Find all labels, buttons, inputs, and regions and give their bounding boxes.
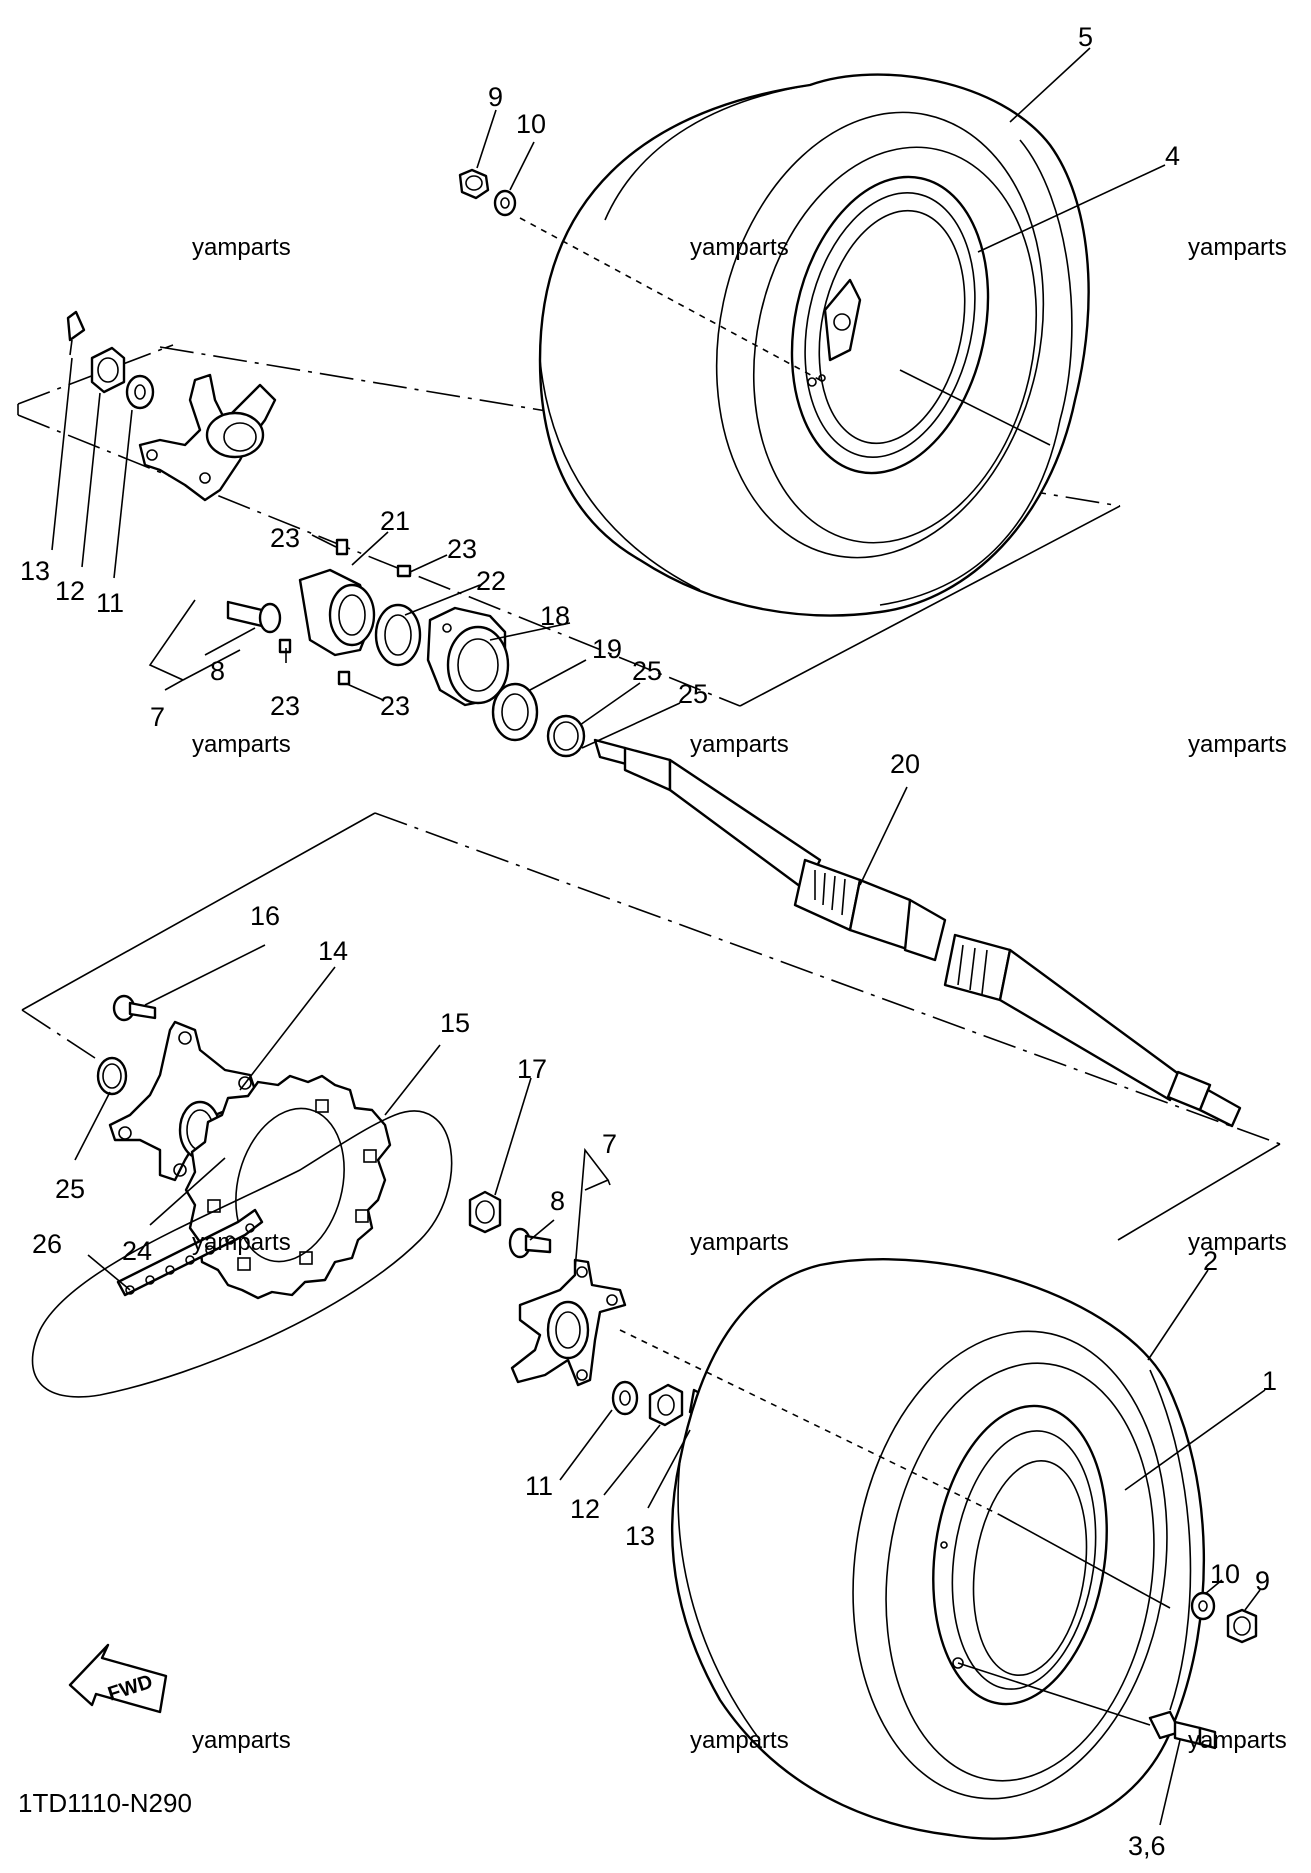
callout-3-6: 3,6: [1128, 1831, 1166, 1861]
lower-assembly-plane: [21, 812, 1281, 1241]
callout-26: 26: [32, 1229, 62, 1259]
upper-cotter-pin-13: [66, 310, 86, 356]
callout-23-bottom: 23: [380, 691, 410, 721]
set-screw-23-bottom: [337, 670, 351, 686]
callout-11-upper: 11: [96, 588, 124, 618]
callout-18: 18: [540, 601, 570, 631]
circlip-25-lower: [96, 1056, 128, 1096]
callout-5: 5: [1078, 22, 1093, 52]
callout-7-upper: 7: [150, 702, 165, 732]
circlip-25-upper: [546, 714, 586, 758]
leader-lines: [51, 47, 1266, 1826]
oil-seal-22: [374, 603, 422, 667]
lower-washer-11: [611, 1380, 639, 1416]
watermarks: yamparts yamparts yamparts yamparts yamp…: [192, 234, 1287, 1754]
callout-14: 14: [318, 936, 348, 966]
callout-10-upper: 10: [516, 109, 546, 139]
callout-11-lower: 11: [525, 1471, 553, 1501]
upper-stud-8: [226, 600, 282, 634]
drive-chain-26: [31, 1110, 453, 1398]
lower-castle-nut-12: [648, 1383, 684, 1427]
upper-wheel-4: [790, 175, 990, 475]
callout-22: 22: [476, 566, 506, 596]
callout-15: 15: [440, 1008, 470, 1038]
lower-nut-9: [1226, 1608, 1258, 1644]
watermark: yamparts: [1188, 1229, 1287, 1256]
callout-25-upper-b: 25: [678, 679, 708, 709]
diagram-code: 1TD1110-N290: [18, 1788, 192, 1818]
upper-castle-nut-12: [90, 346, 126, 394]
watermark: yamparts: [690, 1229, 789, 1256]
lower-stud-8: [508, 1227, 552, 1259]
bearing-housing-21: [298, 568, 376, 657]
callout-labels: 5 4 9 10 13 12 11 7 8 23 21 23 22 18 19 …: [20, 22, 1277, 1861]
callout-16: 16: [250, 901, 280, 931]
upper-hub-7: [138, 373, 277, 502]
lower-hub-7: [510, 1258, 627, 1387]
upper-nut-9: [458, 168, 490, 200]
watermark: yamparts: [192, 1229, 291, 1256]
set-screw-23-right: [396, 564, 412, 578]
set-screw-23-top: [335, 538, 349, 556]
callout-25-lower: 25: [55, 1174, 85, 1204]
callout-23-right: 23: [447, 534, 477, 564]
callout-8-upper: 8: [210, 656, 225, 686]
lower-washer-10: [1190, 1591, 1216, 1621]
callout-2: 2: [1203, 1246, 1218, 1276]
callout-13-lower: 13: [625, 1521, 655, 1551]
callout-25-upper-a: 25: [632, 656, 662, 686]
lower-wheel-1: [932, 1404, 1108, 1706]
watermark: yamparts: [690, 731, 789, 758]
callout-17: 17: [517, 1054, 547, 1084]
callout-21: 21: [380, 506, 410, 536]
callout-12-lower: 12: [570, 1494, 600, 1524]
watermark: yamparts: [192, 234, 291, 261]
callout-23-top: 23: [270, 523, 300, 553]
watermark: yamparts: [1188, 1727, 1287, 1754]
bolt-16: [112, 994, 157, 1022]
oil-seal-19: [491, 682, 539, 742]
watermark: yamparts: [192, 731, 291, 758]
callout-7-lower: 7: [602, 1129, 617, 1159]
watermark: yamparts: [690, 1727, 789, 1754]
callout-24: 24: [122, 1236, 152, 1266]
tire-valve-3-6: [1148, 1710, 1217, 1750]
callout-20: 20: [890, 749, 920, 779]
watermark: yamparts: [1188, 234, 1287, 261]
callout-1: 1: [1262, 1366, 1277, 1396]
callout-9-upper: 9: [488, 82, 503, 112]
watermark: yamparts: [1188, 731, 1287, 758]
rear-axle-20: [593, 738, 1242, 1128]
callout-12-upper: 12: [55, 576, 85, 606]
callout-23-left: 23: [270, 691, 300, 721]
callout-4: 4: [1165, 141, 1180, 171]
sprocket-15: [184, 1074, 392, 1300]
callout-9-lower: 9: [1255, 1566, 1270, 1596]
callout-8-lower: 8: [550, 1186, 565, 1216]
callout-13-upper: 13: [20, 556, 50, 586]
watermark: yamparts: [192, 1727, 291, 1754]
nut-17: [468, 1190, 502, 1234]
callout-19: 19: [592, 634, 622, 664]
bearing-carrier-18: [426, 606, 510, 707]
upper-washer-10: [493, 189, 517, 217]
fwd-arrow-icon: FWD: [68, 1643, 168, 1714]
watermark: yamparts: [690, 234, 789, 261]
upper-washer-11: [125, 374, 155, 410]
callout-10-lower: 10: [1210, 1559, 1240, 1589]
set-screw-23-left: [278, 638, 292, 654]
